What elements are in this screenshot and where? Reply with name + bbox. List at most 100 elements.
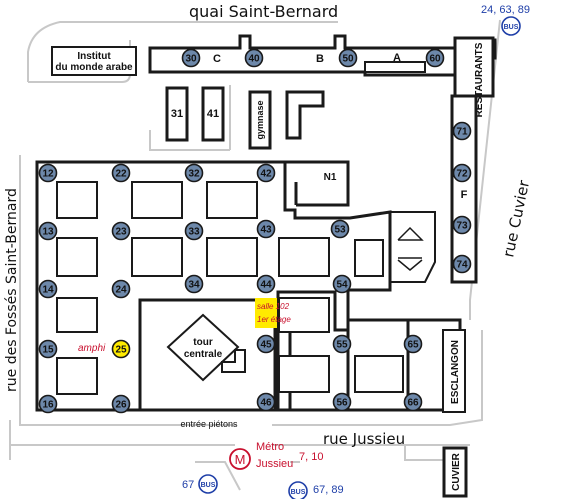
tower-marker: [38, 394, 58, 414]
tower-34: 34: [184, 274, 204, 294]
tower-marker: [332, 334, 352, 354]
tower-number: 42: [260, 169, 272, 180]
tower-number: 60: [429, 54, 441, 65]
tower-number: 46: [260, 398, 272, 409]
svg-text:31: 31: [171, 108, 183, 120]
svg-text:Institut: Institut: [77, 51, 111, 62]
tower-marker: [184, 163, 204, 183]
bus-icon: [288, 481, 308, 499]
street-cuvier: rue Cuvier: [499, 178, 533, 259]
tower-14: 14: [38, 279, 58, 299]
tower-13: 13: [38, 221, 58, 241]
amphi-label: amphi: [78, 343, 106, 354]
svg-text:24, 63, 89: 24, 63, 89: [481, 4, 530, 16]
svg-text:67: 67: [182, 479, 194, 491]
tower-56: 56: [332, 392, 352, 412]
tower-marker: [452, 121, 472, 141]
tower-65: 65: [403, 334, 423, 354]
tower-12: 12: [38, 163, 58, 183]
tower-74: 74: [452, 254, 472, 274]
tower-46: 46: [256, 392, 276, 412]
tower-number: 54: [336, 280, 348, 291]
tower-marker: [332, 392, 352, 412]
svg-text:C: C: [213, 53, 221, 65]
metro-icon: [229, 448, 251, 470]
tower-number: 72: [456, 169, 468, 180]
tower-marker: [403, 334, 423, 354]
tower-marker: [181, 48, 201, 68]
tower-45: 45: [256, 334, 276, 354]
salle-102: salle 102 1er étage: [255, 298, 291, 328]
tower-number: 45: [260, 340, 272, 351]
tower-marker: [452, 215, 472, 235]
tower-53: 53: [330, 219, 350, 239]
svg-text:F: F: [461, 189, 468, 201]
tower-number: 43: [260, 225, 272, 236]
svg-text:67, 89: 67, 89: [313, 484, 344, 496]
tower-marker: [256, 219, 276, 239]
tower-23: 23: [111, 221, 131, 241]
tower-54: 54: [332, 274, 352, 294]
tower-number: 12: [42, 169, 54, 180]
tower-number: 65: [407, 340, 419, 351]
tower-number: 73: [456, 221, 468, 232]
bus-stop-sw: 67 BUS: [182, 474, 218, 494]
institut-monde-arabe: Institut du monde arabe: [51, 46, 137, 76]
tower-number: 13: [42, 227, 54, 238]
tower-number: 22: [115, 169, 127, 180]
tower-number: 53: [334, 225, 346, 236]
tower-number: 24: [115, 285, 127, 296]
tower-marker: [184, 274, 204, 294]
street-jussieu: rue Jussieu: [323, 430, 405, 448]
tower-72: 72: [452, 163, 472, 183]
tower-marker: [256, 274, 276, 294]
tower-40: 40: [244, 48, 264, 68]
restaurants-label: RESTAURANTS: [474, 42, 485, 117]
tower-22: 22: [111, 163, 131, 183]
tower-number: 50: [342, 54, 354, 65]
svg-text:BUS: BUS: [504, 24, 519, 31]
svg-text:Jussieu: Jussieu: [256, 458, 293, 470]
esclangon: ESCLANGON: [442, 329, 466, 413]
buildings-31-41: 31 41: [165, 86, 225, 142]
tower-24: 24: [111, 279, 131, 299]
tower-50: 50: [338, 48, 358, 68]
tower-71: 71: [452, 121, 472, 141]
svg-text:tour: tour: [193, 337, 213, 348]
tower-43: 43: [256, 219, 276, 239]
svg-text:ESCLANGON: ESCLANGON: [450, 340, 461, 404]
svg-text:7, 10: 7, 10: [299, 451, 323, 463]
tower-number: 71: [456, 127, 468, 138]
jussieu-grid: [35, 160, 462, 412]
cuvier-building: CUVIER: [442, 446, 468, 498]
tower-marker: [330, 219, 350, 239]
sidewalks: [9, 19, 501, 491]
tower-marker: [244, 48, 264, 68]
tower-30: 30: [181, 48, 201, 68]
tower-number: 32: [188, 169, 200, 180]
tower-42: 42: [256, 163, 276, 183]
tower-marker: [111, 221, 131, 241]
tower-number: 56: [336, 398, 348, 409]
tower-marker: [111, 279, 131, 299]
entree-pietons-label: entrée piétons: [180, 419, 238, 429]
tower-number: 23: [115, 227, 127, 238]
tower-marker: [111, 394, 131, 414]
wing-n1: N1: [324, 172, 337, 183]
bus-stop-ne: 24, 63, 89 BUS: [481, 4, 530, 36]
tower-55: 55: [332, 334, 352, 354]
tower-60: 60: [425, 48, 445, 68]
bus-stop-s: BUS 67, 89: [288, 481, 344, 499]
svg-text:A: A: [393, 52, 401, 64]
tower-marker: [338, 48, 358, 68]
tower-44: 44: [256, 274, 276, 294]
tower-number: 34: [188, 280, 200, 291]
street-fosses-saint-bernard: rue des Fossés Saint-Bernard: [4, 188, 20, 392]
tower-marker: [38, 339, 58, 359]
tower-marker: [38, 279, 58, 299]
tower-marker: [256, 163, 276, 183]
bus-icon: [198, 474, 218, 494]
svg-text:Métro: Métro: [256, 441, 284, 453]
east-entrance: [390, 211, 436, 283]
tower-number: 66: [407, 398, 419, 409]
